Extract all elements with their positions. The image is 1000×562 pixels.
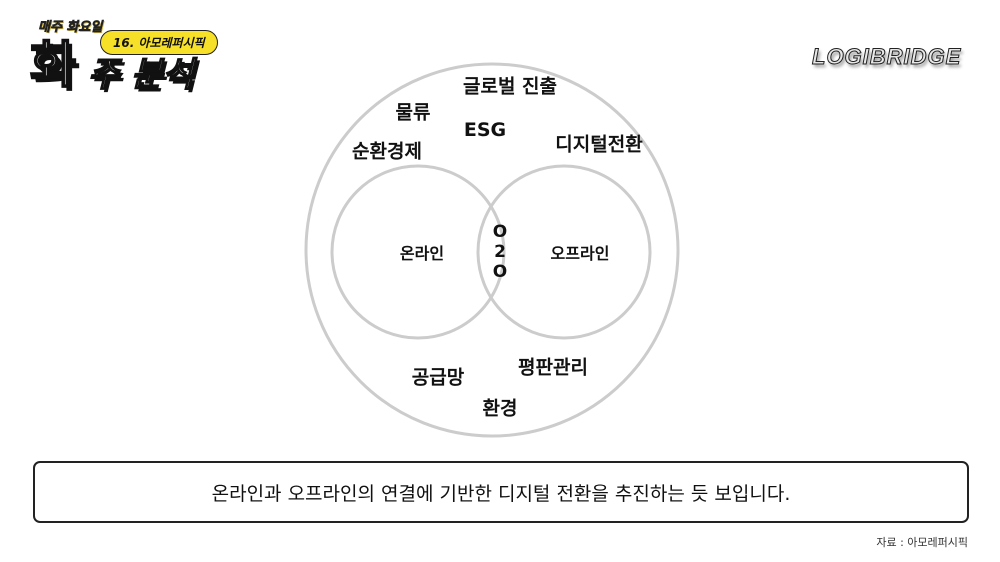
keyword: 디지털전환 — [555, 133, 643, 156]
intersection-char: 2 — [494, 242, 506, 262]
keyword: ESG — [463, 119, 507, 141]
left-circle-label: 온라인 — [399, 244, 445, 263]
title-rest: 주 분석 — [87, 55, 194, 95]
keyword: 환경 — [482, 397, 518, 420]
title-big: 화 — [29, 36, 77, 94]
keyword: 공급망 — [411, 366, 465, 389]
episode-badge: 16. 아모레퍼시픽 — [100, 30, 218, 55]
outer-circle — [304, 62, 680, 438]
keyword: 평판관리 — [518, 356, 588, 379]
summary-text: 온라인과 오프라인의 연결에 기반한 디지털 전환을 추진하는 듯 보입니다. — [211, 482, 791, 505]
keyword: 물류 — [395, 101, 431, 124]
intersection-label: O 2 O — [490, 222, 510, 282]
keyword: 순환경제 — [352, 140, 422, 163]
series-label: 매주 화요일 — [38, 20, 103, 36]
summary-box: 온라인과 오프라인의 연결에 기반한 디지털 전환을 추진하는 듯 보입니다. — [33, 461, 969, 523]
keyword: 글로벌 진출 — [462, 75, 558, 98]
left-circle — [330, 164, 506, 340]
right-circle — [476, 164, 652, 340]
intersection-char: O — [492, 262, 508, 282]
source-note: 자료 : 아모레퍼시픽 — [876, 536, 968, 549]
brand-logo: LOGIBRIDGE — [811, 44, 962, 70]
intersection-char: O — [492, 222, 508, 242]
right-circle-label: 오프라인 — [550, 244, 610, 263]
